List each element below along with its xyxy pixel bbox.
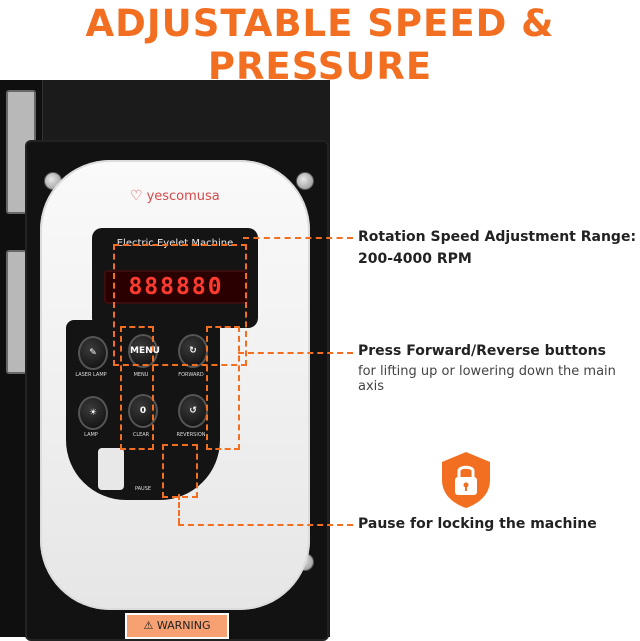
lamp-icon: ☀ — [88, 408, 98, 418]
heart-logo-icon: ♡ — [130, 188, 143, 204]
laser-lamp-label: LASER LAMP — [75, 372, 107, 378]
keypad: ✎ LASER LAMP MENU MENU ↻ FORWARD ☀ LAMP … — [66, 320, 220, 500]
buttons-callout: Press Forward/Reverse buttons for liftin… — [358, 343, 640, 394]
reversion-label: REVERSION — [176, 432, 206, 438]
pause-callout: Pause for locking the machine — [358, 516, 597, 532]
reverse-arrow-icon: ↺ — [189, 406, 197, 416]
buttons-callout-title: Press Forward/Reverse buttons — [358, 343, 606, 359]
buttons-leader-line — [238, 352, 353, 354]
pause-button[interactable] — [98, 448, 124, 490]
headline: ADJUSTABLE SPEED & PRESSURE — [85, 2, 555, 88]
pause-label: PAUSE — [134, 486, 152, 492]
pause-key-highlight-box — [162, 444, 198, 498]
speed-callout-title: Rotation Speed Adjustment Range: — [358, 229, 637, 245]
speed-leader-line — [243, 237, 353, 239]
warning-text: WARNING — [156, 619, 211, 632]
forward-arrow-icon: ↻ — [189, 346, 197, 356]
screw-icon — [296, 172, 314, 190]
pause-leader-line — [178, 524, 353, 526]
buttons-callout-desc: for lifting up or lowering down the main… — [358, 364, 616, 394]
display-highlight-box — [113, 244, 247, 366]
forward-label: FORWARD — [178, 372, 204, 378]
speed-callout-value: 200-4000 RPM — [358, 251, 472, 267]
pause-callout-title: Pause for locking the machine — [358, 516, 597, 532]
brand-logo: ♡yescomusa — [130, 188, 220, 204]
laser-lamp-icon: ✎ — [89, 348, 97, 358]
menu-label: MENU — [133, 372, 149, 378]
lamp-keys-highlight-box — [120, 326, 154, 450]
lamp-label: LAMP — [84, 432, 98, 438]
lock-icon — [442, 452, 490, 508]
menu-button-text: MENU — [130, 346, 160, 356]
direction-keys-highlight-box — [206, 326, 240, 450]
reversion-button[interactable]: ↺ — [178, 394, 208, 428]
brand-name: yescomusa — [146, 189, 220, 204]
laser-lamp-button[interactable]: ✎ — [78, 336, 108, 370]
warning-label: ⚠ WARNING — [125, 613, 229, 639]
eyelet-machine: ♡yescomusa Electric Eyelet Machine 88888… — [0, 80, 330, 641]
speed-callout: Rotation Speed Adjustment Range: 200-400… — [358, 229, 636, 267]
lamp-button[interactable]: ☀ — [78, 396, 108, 430]
clear-button-text: 0 — [139, 406, 147, 416]
pause-leader-drop — [178, 494, 180, 524]
screen-title: Electric Eyelet Machine — [116, 238, 234, 249]
clear-label: CLEAR — [132, 432, 150, 438]
led-display: 888880 — [104, 270, 248, 304]
